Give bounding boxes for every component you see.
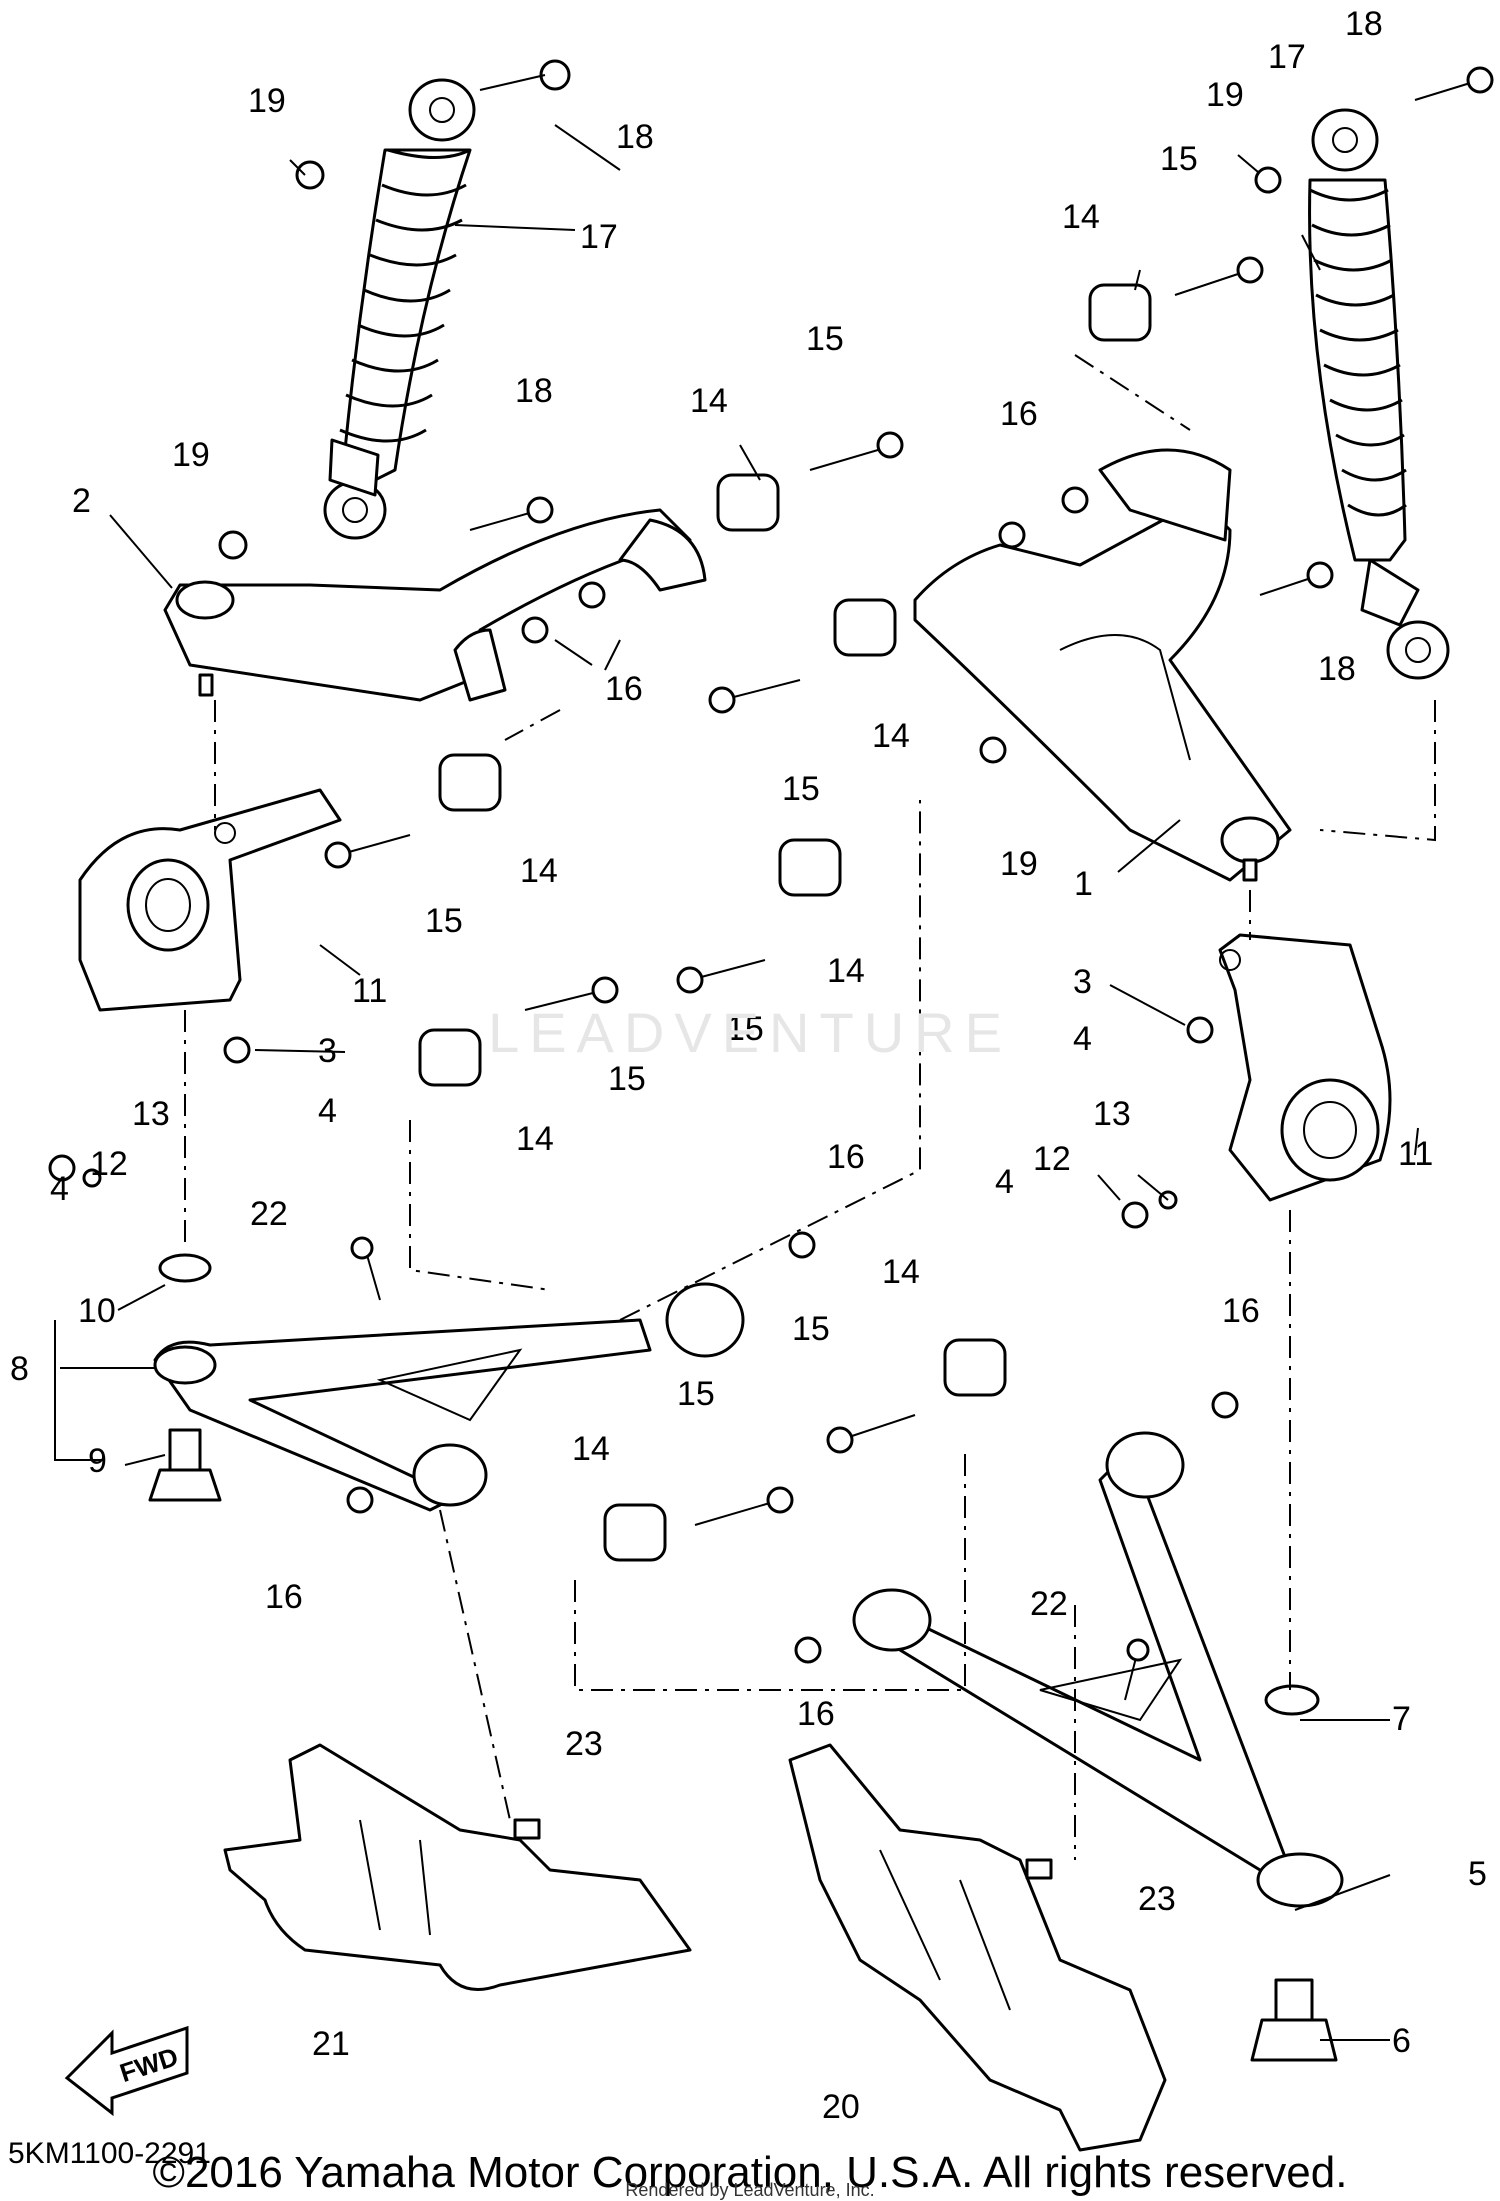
callout-23: 23 [1138,1880,1176,1918]
callout-5: 5 [1468,1855,1487,1893]
callout-14: 14 [827,952,865,990]
callout-14: 14 [872,717,910,755]
callout-3: 3 [318,1032,337,1070]
callout-12: 12 [90,1145,128,1183]
callout-18: 18 [1318,650,1356,688]
callout-19: 19 [1206,76,1244,114]
leader-lines [54,124,1419,2041]
callout-16: 16 [265,1578,303,1616]
right-upper-arm [913,448,1292,882]
callout-14: 14 [882,1253,920,1291]
callout-8: 8 [10,1350,29,1388]
callout-18: 18 [515,372,553,410]
callout-4: 4 [50,1170,69,1208]
callout-15: 15 [608,1060,646,1098]
callout-6: 6 [1392,2022,1411,2060]
callout-16: 16 [1222,1292,1260,1330]
callout-12: 12 [1033,1140,1071,1178]
bushings-bolts-nuts [48,59,1494,1880]
fwd-arrow-icon: FWD [64,2025,189,2117]
left-knuckle [78,788,342,1012]
callout-17: 17 [580,218,618,256]
callout-15: 15 [782,770,820,808]
callout-14: 14 [516,1120,554,1158]
callout-19: 19 [248,82,286,120]
leadventure-watermark: LEADVENTURE [488,1001,1012,1064]
right-shock-absorber [1308,108,1450,680]
left-lower-arm [153,1282,745,1512]
callout-4: 4 [1073,1020,1092,1058]
left-guard [223,1743,692,1991]
assembly-lines [184,354,1436,1860]
right-lower-arm [852,1431,1344,1908]
diagram-code: 5KM1100-2291 [8,2137,211,2170]
callout-15: 15 [792,1310,830,1348]
callout-10: 10 [78,1292,116,1330]
callout-14: 14 [690,382,728,420]
callout-13: 13 [1093,1095,1131,1133]
callout-7: 7 [1392,1700,1411,1738]
callout-16: 16 [827,1138,865,1176]
callout-23: 23 [565,1725,603,1763]
callout-21: 21 [312,2025,350,2063]
callout-13: 13 [132,1095,170,1133]
callout-15: 15 [1160,140,1198,178]
callout-2: 2 [72,482,91,520]
callout-15: 15 [425,902,463,940]
callout-1: 1 [1074,865,1093,903]
callout-4: 4 [995,1163,1014,1201]
callout-20: 20 [822,2088,860,2126]
callout-11: 11 [1398,1135,1433,1173]
callout-22: 22 [250,1195,288,1233]
right-knuckle [1218,933,1392,1202]
callout-15: 15 [677,1375,715,1413]
callout-22: 22 [1030,1585,1068,1623]
callout-15: 15 [806,320,844,358]
rendered-by-credit: Rendered by LeadVenture, Inc. [625,2180,875,2200]
right-guard [788,1743,1167,2152]
callout-17: 17 [1268,38,1306,76]
callout-19: 19 [172,436,210,474]
left-shock-absorber [323,78,476,540]
callout-14: 14 [520,852,558,890]
callout-14: 14 [1062,198,1100,236]
left-ball-joint [148,1428,222,1502]
left-upper-arm [163,508,707,702]
copyright-notice: ©2016 Yamaha Motor Corporation, U.S.A. A… [152,2148,1348,2197]
right-ball-joint [1250,1978,1338,2062]
callout-18: 18 [1345,5,1383,43]
callouts: 1 2 3 3 4 4 4 4 5 6 7 8 9 10 11 11 12 12… [10,5,1487,2126]
callout-3: 3 [1073,963,1092,1001]
callout-16: 16 [605,670,643,708]
callout-14: 14 [572,1430,610,1468]
callout-16: 16 [1000,395,1038,433]
callout-9: 9 [88,1442,107,1480]
callout-4: 4 [318,1092,337,1130]
callout-11: 11 [352,972,387,1010]
callout-16: 16 [797,1695,835,1733]
callout-15: 15 [726,1010,764,1048]
callout-18: 18 [616,118,654,156]
callout-19: 19 [1000,845,1038,883]
